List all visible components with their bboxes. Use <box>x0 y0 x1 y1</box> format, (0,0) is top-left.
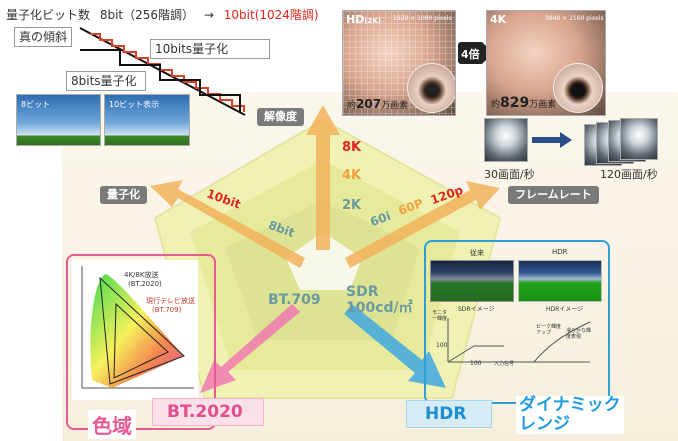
hd-count-value: 207 <box>356 97 382 111</box>
arrow-quantization <box>150 180 305 268</box>
arrow-gamut <box>200 304 300 393</box>
value-sdr-line1: SDR <box>346 284 379 300</box>
ten-bit-label: 10bits量子化 <box>150 39 270 59</box>
value-2k: 2K <box>342 198 362 213</box>
hdr-col-hdr: HDR <box>552 248 568 256</box>
hdr-peak-up: ピーク輝度アップ <box>536 324 562 336</box>
value-bt709: BT.709 <box>268 292 321 308</box>
photo-8bit: 8ビット <box>16 94 101 146</box>
value-sdr-line2: 100cd/㎡ <box>346 300 413 316</box>
bt2020-badge-text: BT.2020 <box>167 402 243 422</box>
gamut-title: 色域 <box>88 410 136 439</box>
hdr-curve <box>533 321 591 363</box>
quantization-heading: 量子化ビット数 8bit（256階調） → 10bit(1024階調) <box>6 6 319 23</box>
hd-label: HD(2K) <box>346 13 381 26</box>
bt2020-badge: BT.2020 <box>152 398 264 426</box>
hd-photo: HD(2K) 1920 × 1080 pixels 約207万画素 <box>342 10 456 116</box>
quantization-heading-10bit: 10bit(1024階調) <box>223 8 319 22</box>
gamut-label-4k8k: 4K/8K放送 <box>124 271 159 279</box>
hdr-curve-graph <box>447 318 591 363</box>
hd-eye-zoom <box>407 63 455 113</box>
frame-left-caption: 30画面/秒 <box>484 168 535 181</box>
sdr-curve <box>447 345 504 363</box>
hdr-title-line2: レンジ <box>519 414 570 434</box>
eight-bit-steps <box>80 49 241 112</box>
staircase-graphic <box>79 27 246 116</box>
true-slope-line <box>79 27 246 116</box>
ten-bit-steps <box>90 33 245 112</box>
hdr-input-signal: 入力信号 <box>494 361 515 367</box>
frame-stack-4 <box>620 118 658 160</box>
arrow-hdr <box>344 304 446 388</box>
4k-eye-zoom <box>553 63 603 113</box>
sdr-image-caption: SDRイメージ <box>458 306 495 313</box>
quantization-heading-prefix: 量子化ビット数 <box>6 8 91 22</box>
hd-label-text: HD <box>346 13 365 26</box>
frame-right-caption: 120画面/秒 <box>600 168 658 181</box>
arrow-resolution <box>306 105 340 250</box>
bt709-triangle <box>113 302 169 379</box>
axis-resolution-label: 解像度 <box>257 108 304 126</box>
gamut-label-bt709: (BT.709) <box>152 306 182 314</box>
hd-count-prefix: 約 <box>347 101 357 111</box>
eight-bit-label: 8bits量子化 <box>66 71 146 91</box>
pentagon-core <box>286 232 362 290</box>
cie-diagram <box>72 260 198 400</box>
hd-label-small: (2K) <box>364 17 382 25</box>
4k-count-prefix: 約 <box>491 100 501 110</box>
hdr-badge: HDR <box>406 400 492 428</box>
axis-framerate-label: フレームレート <box>508 186 599 204</box>
hdr-col-conventional: 従来 <box>470 249 484 257</box>
bt2020-triangle <box>99 276 185 385</box>
hdr-value-100-y: 100 <box>436 342 448 349</box>
hdr-badge-text: HDR <box>425 404 467 424</box>
value-4k: 4K <box>342 168 362 183</box>
hdr-title: ダイナミック レンジ <box>516 396 624 434</box>
frame-rate-arrow-icon <box>532 132 572 148</box>
hdr-stadium-photo <box>518 260 602 302</box>
4k-label: 4K <box>490 13 507 26</box>
gamut-label-bt2020: (BT.2020) <box>128 280 162 288</box>
value-sdr: SDR 100cd/㎡ <box>346 284 413 316</box>
hdr-monitor-brightness: モニター輝度 <box>432 310 448 322</box>
hd-count: 約207万画素 <box>347 97 408 111</box>
hdr-smooth: 滑らかな輝度表現 <box>566 328 592 340</box>
hd-pixels: 1920 × 1080 pixels <box>393 15 452 22</box>
4k-photo: 4K 3840 × 2160 pixels 約829万画素 <box>486 10 606 116</box>
gamut-label-current: 現行テレビ放送 <box>146 297 195 305</box>
quantization-heading-arrow: → <box>203 8 214 22</box>
axis-quantization-label: 量子化 <box>100 186 147 204</box>
photo-8bit-caption: 8ビット <box>21 100 51 109</box>
4k-count-suffix: 万画素 <box>529 100 557 110</box>
photo-10bit: 10ビット表示 <box>104 94 190 146</box>
gamut-panel-frame <box>66 254 216 430</box>
cie-horseshoe <box>90 274 184 388</box>
hd-count-suffix: 万画素 <box>381 101 409 111</box>
frame-single <box>484 118 528 162</box>
quantization-heading-8bit: 8bit（256階調） <box>99 8 195 22</box>
frame-stack <box>584 118 664 168</box>
4k-count-value: 829 <box>500 95 530 111</box>
4k-count: 約829万画素 <box>491 95 556 111</box>
hdr-image-caption: HDRイメージ <box>546 306 584 313</box>
arrow-framerate <box>345 181 500 268</box>
photo-10bit-caption: 10ビット表示 <box>109 100 160 109</box>
hdr-title-line1: ダイナミック <box>519 395 621 415</box>
true-slope-label: 真の傾斜 <box>14 27 73 47</box>
multiplier-text: 4倍 <box>461 48 480 61</box>
4k-pixels: 3840 × 2160 pixels <box>545 15 604 22</box>
hdr-value-100-x: 100 <box>470 360 482 367</box>
multiplier-badge: 4倍 <box>458 42 484 64</box>
value-8k: 8K <box>342 140 362 155</box>
sdr-stadium-photo <box>430 260 514 302</box>
